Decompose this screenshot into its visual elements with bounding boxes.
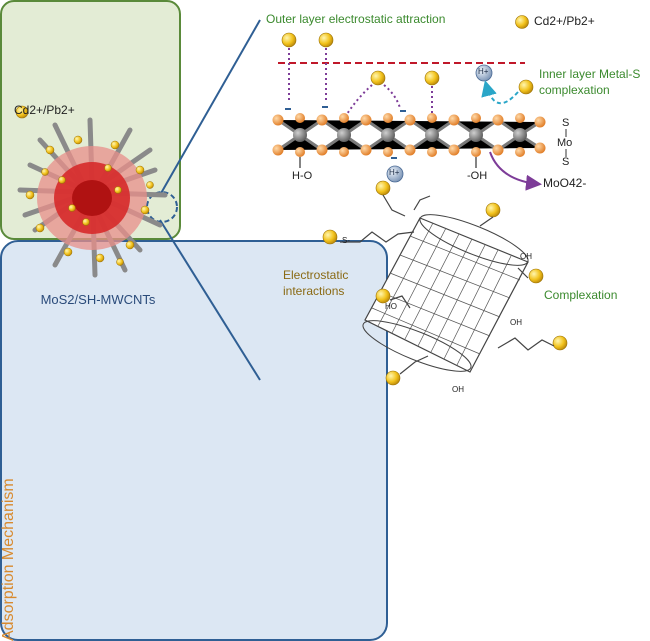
mos2-mo: Mo — [557, 137, 573, 149]
oh-label: OH — [520, 252, 532, 261]
zoom-line-top — [159, 19, 261, 196]
proton-icon — [386, 165, 404, 183]
oh-label: HO — [385, 302, 397, 311]
moo4-release-arrow — [489, 151, 542, 191]
inner-layer-label-line1: Inner layer Metal-S — [539, 67, 641, 81]
zoom-line-bottom — [159, 219, 261, 381]
h-plus-bottom-label: H+ — [389, 168, 400, 177]
ion-legend-left: Cd2+/Pb2+ — [14, 103, 75, 117]
diagram-graphics — [15, 15, 568, 386]
moo4-label: MoO42- — [543, 176, 587, 190]
electrostatic-label-line2: interactions — [283, 284, 345, 298]
h-plus-top-label: H+ — [478, 67, 489, 76]
electrostatic-label-line1: Electrostatic — [283, 268, 349, 282]
proton-release-arrow — [481, 80, 519, 105]
ion-legend-right: Cd2+/Pb2+ — [534, 14, 595, 28]
oh-right-label: -OH — [467, 170, 488, 182]
mos2-s-top: S — [562, 117, 570, 129]
oh-label: OH — [510, 318, 522, 327]
oh-label: OH — [452, 385, 464, 394]
zoom-circle — [146, 191, 178, 223]
composite-label: MoS2/SH-MWCNTs — [40, 292, 156, 307]
complexation-label: Complexation — [544, 288, 618, 302]
outer-layer-label: Outer layer electrostatic attraction — [266, 12, 446, 26]
adsorption-mechanism-title: Adsorption Mechanism — [0, 478, 17, 641]
nanotube-icon — [362, 214, 529, 373]
s-minus-label: S- — [342, 236, 350, 245]
metal-ion-icon — [15, 105, 29, 119]
oh-left-label: H-O — [292, 170, 313, 182]
inner-layer-label-line2: complexation — [539, 83, 610, 97]
mos2-s-bottom: S — [562, 156, 570, 168]
mos2-lattice-icon — [272, 113, 546, 157]
metal-ion-icon — [515, 15, 529, 29]
nanocomposite-icon — [17, 117, 168, 278]
